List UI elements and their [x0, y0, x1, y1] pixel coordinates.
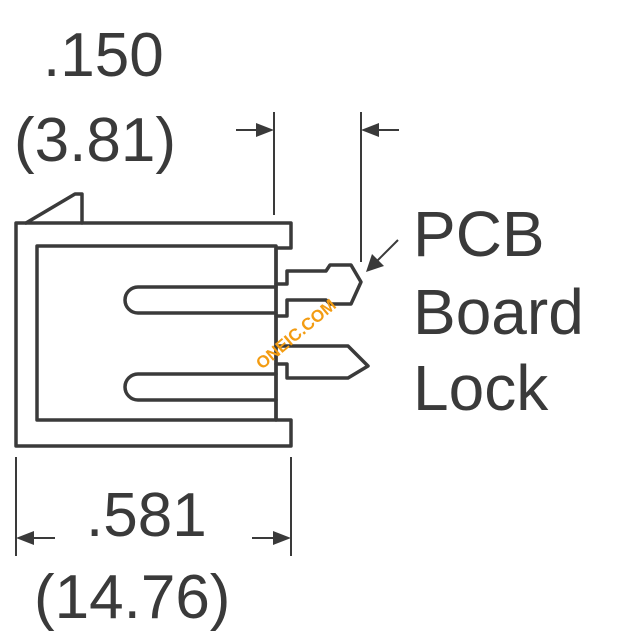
label-lock: Lock — [413, 352, 549, 424]
watermark: ONEIC.COM — [252, 295, 339, 373]
board-lock-peg-lower — [274, 344, 370, 380]
label-pcb: PCB — [413, 198, 545, 270]
arrow-bottom-right-icon — [252, 531, 291, 545]
connector-body — [14, 192, 293, 448]
arrow-left-icon — [236, 123, 274, 137]
pin-spacing-mm: (3.81) — [14, 106, 176, 175]
leader-arrow-icon — [366, 239, 399, 272]
pin-upper — [123, 285, 278, 315]
label-board: Board — [413, 276, 584, 348]
pin-lower — [123, 372, 278, 402]
overall-width-mm: (14.76) — [34, 563, 230, 632]
arrow-right-icon — [361, 123, 399, 137]
board-lock-peg-upper — [274, 263, 363, 318]
arrow-bottom-left-icon — [16, 531, 55, 545]
pin-spacing-inches: .150 — [43, 21, 164, 90]
overall-width-inches: .581 — [86, 481, 207, 550]
